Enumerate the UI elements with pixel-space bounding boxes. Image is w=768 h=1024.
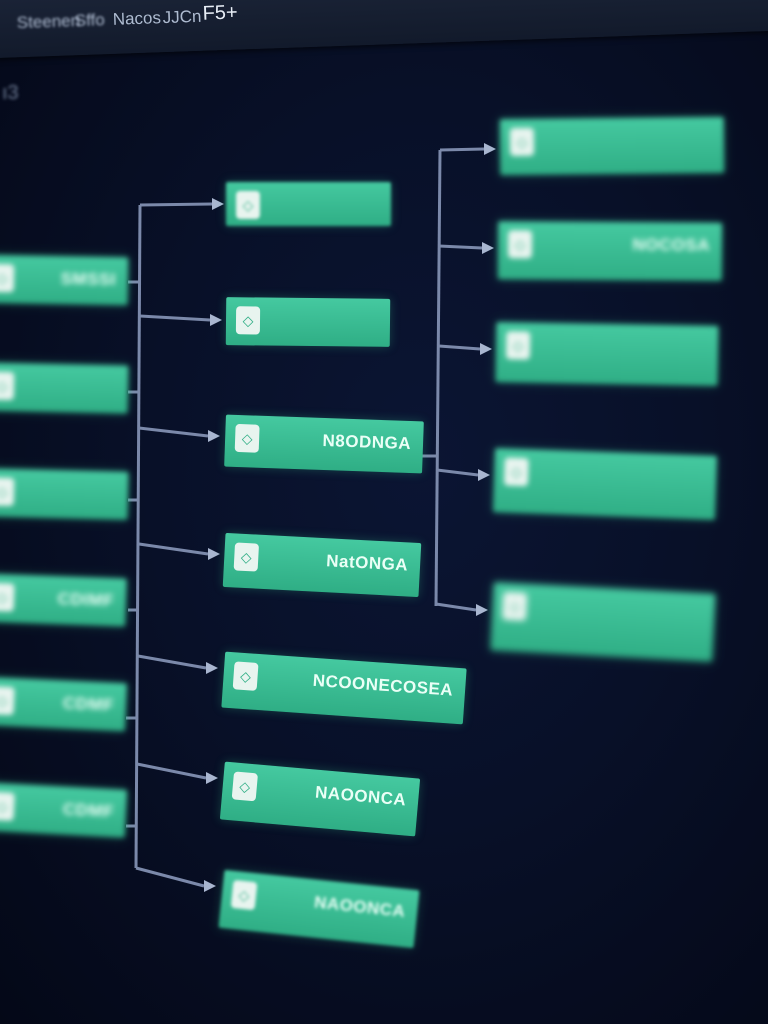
left-node[interactable]: ◇: [0, 362, 129, 414]
middle-node[interactable]: ◇: [225, 297, 391, 347]
right-node[interactable]: ◇ NOCOSA: [497, 221, 723, 281]
right-node[interactable]: ◇: [490, 582, 716, 662]
branch-line: [138, 542, 209, 556]
node-icon: ◇: [233, 542, 260, 572]
node-icon: ◇: [0, 263, 15, 293]
right-trunk-line: [434, 149, 442, 607]
arrow-icon: [478, 469, 490, 481]
arrow-icon: [482, 242, 494, 254]
arrow-icon: [204, 880, 216, 892]
node-icon: ◇: [234, 423, 260, 453]
branch-line: [438, 244, 483, 250]
node-icon: ◇: [235, 306, 261, 335]
branch-line: [439, 147, 485, 152]
node-icon: ◇: [232, 661, 259, 691]
branch-line: [137, 654, 207, 670]
node-icon: ◇: [236, 191, 260, 219]
left-node[interactable]: ◇ CDIMF: [0, 573, 127, 627]
arrow-icon: [210, 314, 222, 326]
branch-line: [139, 314, 211, 322]
left-node[interactable]: ◇: [0, 468, 129, 520]
node-icon: ◇: [230, 879, 258, 911]
branch-line: [435, 602, 477, 612]
middle-node[interactable]: ◇: [226, 182, 391, 226]
branch-line: [436, 468, 479, 477]
middle-node[interactable]: ◇ NatONGA: [222, 532, 422, 598]
node-icon: ◇: [509, 127, 535, 157]
node-label: NatONGA: [325, 551, 409, 575]
node-icon: ◇: [231, 771, 258, 802]
node-label: CDMF: [62, 693, 115, 715]
arrow-icon: [484, 143, 496, 155]
node-icon: ◇: [0, 371, 15, 401]
arrow-icon: [208, 548, 220, 560]
arrow-icon: [206, 662, 218, 674]
node-icon: ◇: [0, 686, 15, 716]
right-node[interactable]: ◇: [499, 116, 725, 176]
node-label: CDIMF: [57, 589, 115, 611]
toolbar-label: ı3: [2, 82, 19, 104]
node-label: CDMF: [62, 799, 115, 822]
node-label: SMSSI: [60, 269, 117, 290]
node-icon: ◇: [0, 791, 15, 821]
node-icon: ◇: [505, 331, 531, 360]
arrow-icon: [206, 772, 218, 784]
node-label: NAOONCA: [313, 892, 407, 921]
branch-line: [438, 344, 481, 351]
arrow-icon: [212, 198, 224, 210]
branch-line: [139, 202, 213, 207]
middle-node[interactable]: ◇ N8ODNGA: [224, 414, 424, 474]
node-icon: ◇: [501, 591, 528, 621]
branch-line: [136, 762, 207, 780]
node-label: NAOONCA: [314, 782, 408, 810]
left-trunk-line: [134, 204, 142, 869]
arrow-icon: [480, 343, 492, 355]
branch-line: [138, 426, 209, 438]
arrow-icon: [208, 430, 220, 442]
node-icon: ◇: [0, 582, 15, 612]
arrow-icon: [476, 604, 488, 616]
node-label: NOCOSA: [632, 235, 711, 255]
left-node[interactable]: ◇ SMSSI: [0, 254, 129, 306]
node-label: N8ODNGA: [322, 430, 412, 454]
right-node[interactable]: ◇: [495, 322, 719, 386]
node-icon: ◇: [507, 230, 533, 259]
node-icon: ◇: [503, 457, 529, 487]
left-node[interactable]: ◇ CDMF: [0, 676, 128, 732]
left-node[interactable]: ◇ CDMF: [0, 782, 128, 838]
node-icon: ◇: [0, 477, 15, 507]
branch-line: [135, 866, 205, 888]
right-node[interactable]: ◇: [492, 448, 718, 520]
node-label: NCOONECOSEA: [312, 670, 454, 700]
